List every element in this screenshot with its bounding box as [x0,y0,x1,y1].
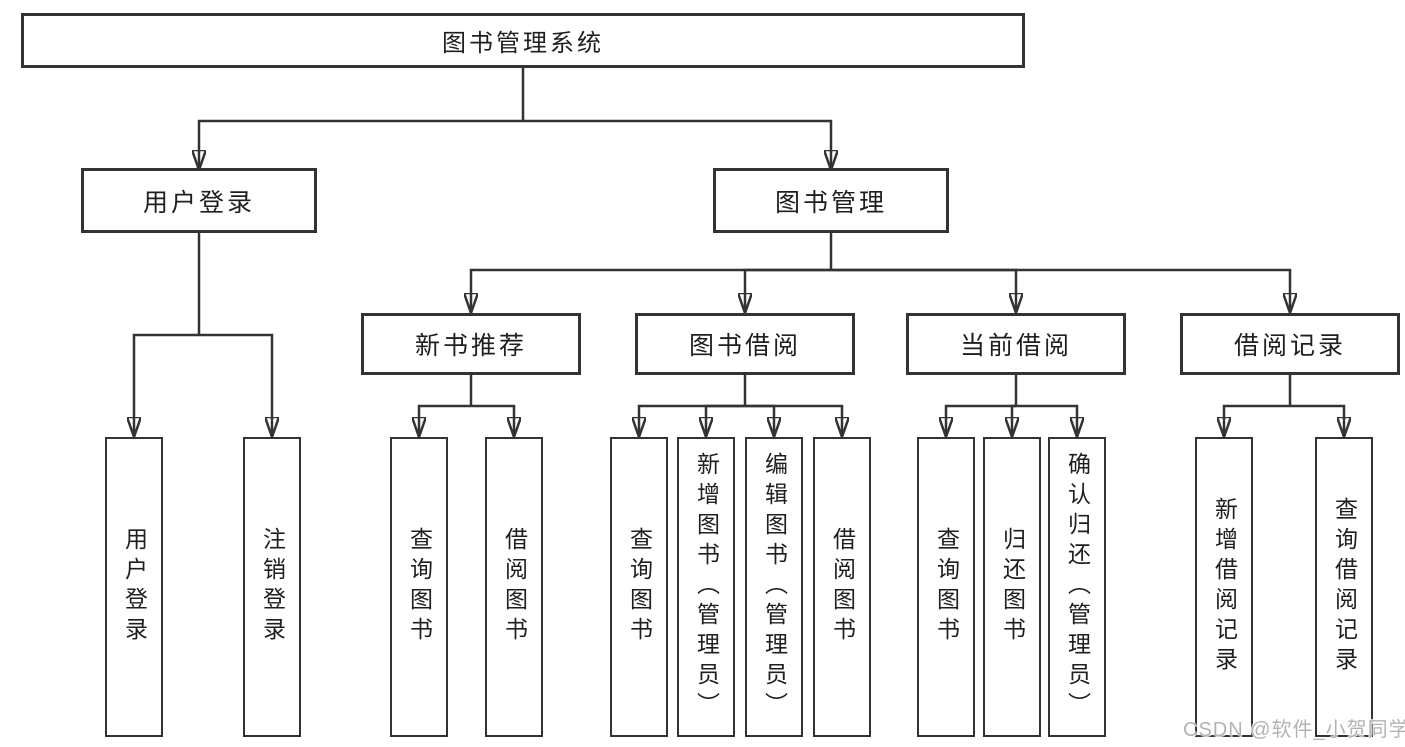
leaf-bb-borrow-books: 借阅图书 [813,437,871,737]
leaf-logout: 注销登录 [243,437,301,737]
node-book-borrowing: 图书借阅 [635,313,855,375]
csdn-watermark: CSDN @软件_小贺同学 [1183,719,1405,741]
edge-br-to-query-record [1290,404,1344,433]
leaf-cb-confirm-return-admin: 确认归还（管理员） [1048,437,1106,737]
node-book-management: 图书管理 [713,168,949,233]
leaf-br-add-borrow-record: 新增借阅记录 [1195,437,1253,737]
leaf-nb-borrow-books: 借阅图书 [485,437,543,737]
leaf-nb-query-books: 查询图书 [390,437,448,737]
edge-user-login-to-logout-leaf [199,333,272,433]
edge-bm-to-new-book-recommend [471,268,831,309]
leaf-bb-query-books: 查询图书 [610,437,668,737]
edge-bm-to-book-borrowing [745,268,831,309]
edge-cb-to-return-books [1012,404,1016,433]
edge-user-login-to-login-leaf [134,333,199,433]
edge-bb-to-edit-books [745,404,774,433]
leaf-br-query-borrow-record: 查询借阅记录 [1315,437,1373,737]
node-root-library-system: 图书管理系统 [21,13,1025,68]
edge-br-to-add-record [1224,404,1290,433]
edge-bb-to-add-books [706,404,745,433]
edge-bm-to-current-borrowing [831,268,1016,309]
edge-cb-to-confirm-return [1016,404,1077,433]
edge-root-to-user-login [199,119,523,166]
edge-cb-to-query-books [946,404,1016,433]
node-user-login: 用户登录 [81,168,317,233]
edge-nb-to-borrow-books [471,404,514,433]
edge-bm-to-borrow-records [831,268,1290,309]
node-current-borrowing: 当前借阅 [906,313,1126,375]
node-borrow-records: 借阅记录 [1180,313,1400,375]
leaf-cb-query-books: 查询图书 [917,437,975,737]
leaf-cb-return-books: 归还图书 [983,437,1041,737]
leaf-bb-edit-books-admin: 编辑图书（管理员） [745,437,803,737]
edge-bb-to-borrow-books [745,404,842,433]
edge-bb-to-query-books [639,404,745,433]
leaf-user-login: 用户登录 [105,437,163,737]
edge-nb-to-query-books [419,404,471,433]
edge-root-to-book-management [523,119,831,166]
node-new-book-recommend: 新书推荐 [361,313,581,375]
leaf-bb-add-books-admin: 新增图书（管理员） [677,437,735,737]
